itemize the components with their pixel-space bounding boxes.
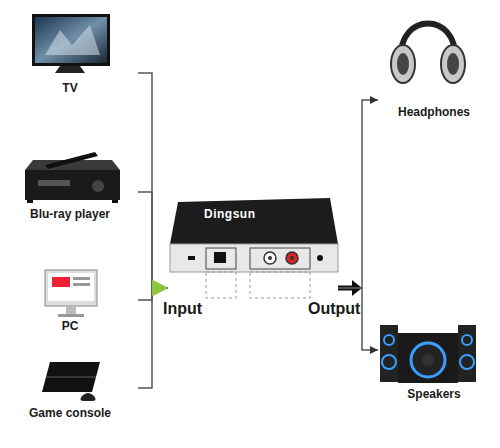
brand-name: Dingsun	[204, 207, 338, 221]
converter-box: Dingsun	[168, 193, 338, 300]
connector	[338, 100, 378, 288]
converter-picture	[170, 198, 338, 298]
device-caption: PC	[20, 319, 120, 334]
speakers-picture	[380, 325, 476, 383]
device-caption: TV	[20, 81, 120, 96]
device-figure: Headphones	[378, 8, 490, 122]
connector	[138, 288, 168, 300]
device-figure: TV	[20, 8, 138, 96]
connector	[338, 288, 378, 350]
connector	[138, 73, 168, 288]
device-figure: Speakers	[378, 312, 490, 404]
tv-picture	[32, 14, 110, 73]
device-figure: Game console	[20, 345, 138, 421]
bluray-picture	[25, 152, 120, 203]
device-caption: Game console	[20, 406, 120, 421]
device-caption: Speakers	[378, 387, 490, 402]
device-figure: PC	[20, 262, 138, 334]
arrow-label: Output	[308, 300, 360, 318]
headphones-picture	[391, 24, 465, 84]
device-caption: Headphones	[378, 105, 490, 120]
device-caption: Blu-ray player	[20, 207, 120, 222]
console-picture	[42, 362, 100, 401]
pc-picture	[45, 270, 97, 317]
arrow-label: Input	[163, 300, 202, 318]
connector	[138, 192, 168, 288]
device-figure: Blu-ray player	[20, 150, 138, 222]
